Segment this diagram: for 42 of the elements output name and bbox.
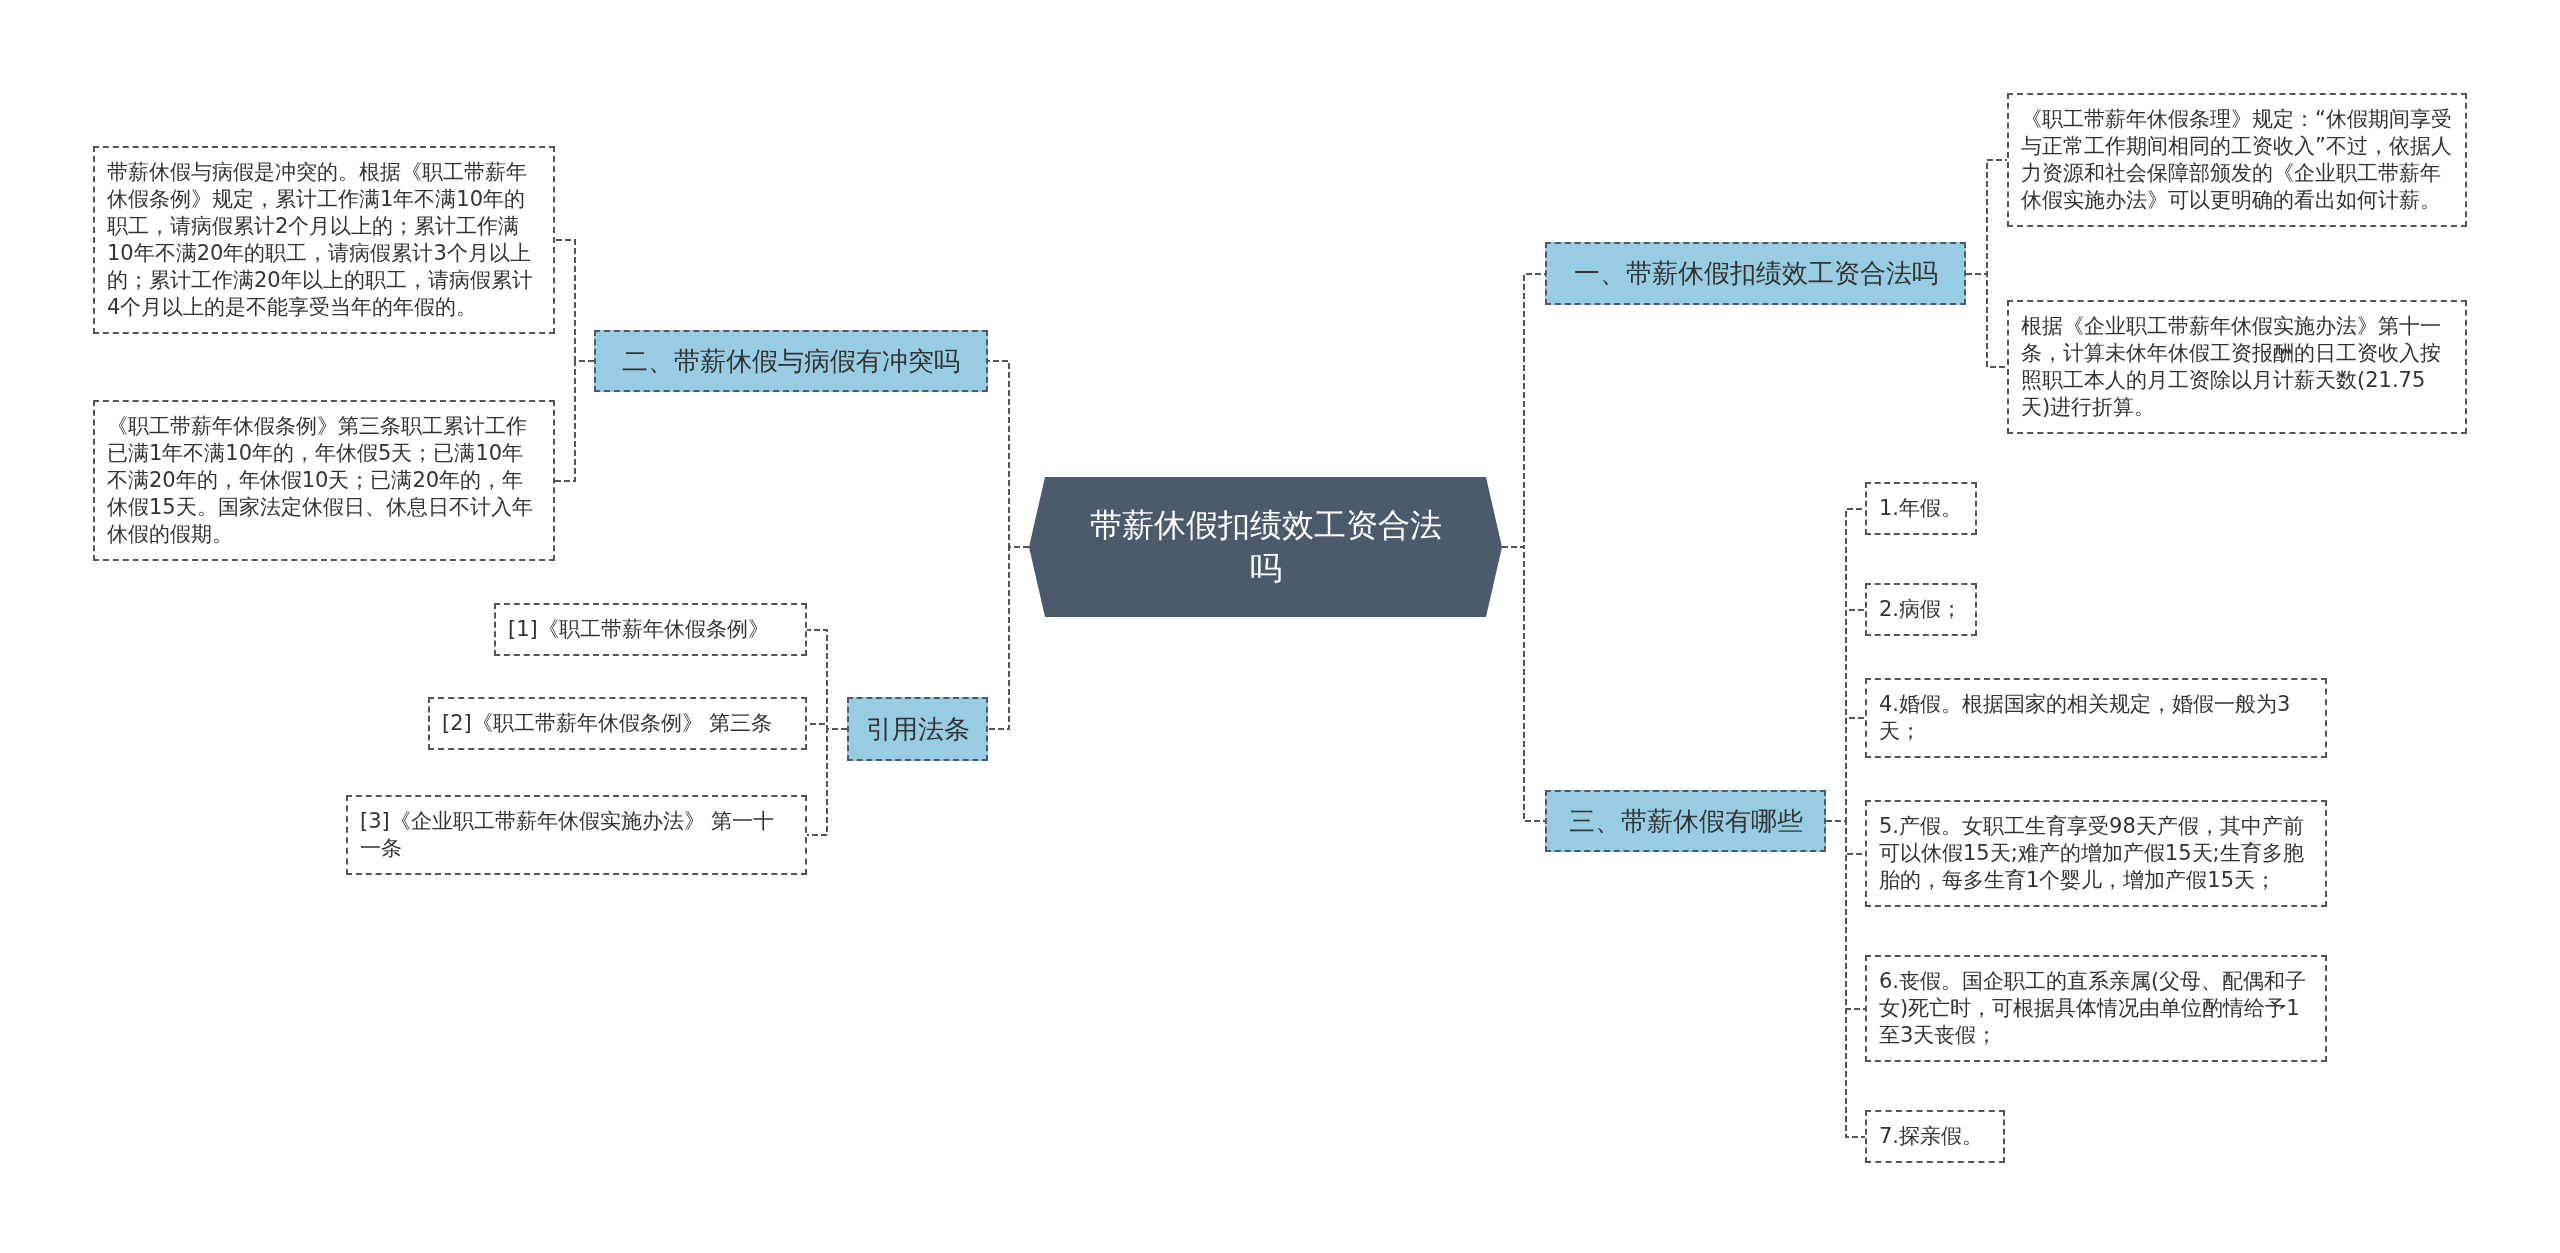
note-box <box>2007 93 2467 227</box>
note-box <box>93 146 555 334</box>
note-box <box>2007 300 2467 434</box>
note-text: 4.婚假。根据国家的相关规定，婚假一般为3天； <box>1879 691 2292 745</box>
note-box <box>93 400 555 561</box>
connector-line <box>987 546 1030 730</box>
topic-text: 带薪休假扣绩效工资合法吗 <box>1088 504 1443 589</box>
note-box <box>1865 1110 2005 1163</box>
note-text: 7.探亲假。 <box>1879 1123 1984 1150</box>
note-box <box>1865 955 2327 1062</box>
note-text: [3]《企业职工带薪年休假实施办法》 第一十一条 <box>360 808 776 862</box>
note-text: 根据《企业职工带薪年休假实施办法》第十一条，计算未休年休假工资报酬的日工资收入按照职工本人的月工资除以月计薪天数(21.75天)进行折算。 <box>2021 313 2442 421</box>
note-text: 带薪休假与病假是冲突的。根据《职工带薪年休假条例》规定，累计工作满1年不满10年的职工，请病假累计2个月以上的；累计工作满10年不满20年的职工，请病假累计3个月以上的；累计工作满20年以上的职工，请病假累计4个月以上的是不能享受当年的年假的。 <box>107 159 534 321</box>
note-text: 1.年假。 <box>1879 495 1963 522</box>
note-text: 《职工带薪年休假条例》第三条职工累计工作已满1年不满10年的，年休假5天；已满10年不满20年的，年休假10天；已满20年的，年休假15天。国家法定休假日、休息日不计入年休假的假期。 <box>107 413 534 548</box>
connector-line <box>1501 546 1546 822</box>
branch-topic <box>1545 790 1826 852</box>
note-text: [1]《职工带薪年休假条例》 <box>508 616 769 643</box>
branch-topic <box>847 697 988 761</box>
note-box <box>1865 678 2327 758</box>
branch-topic <box>594 330 988 392</box>
topic-text: 三、带薪休假有哪些 <box>1568 804 1803 838</box>
topic-text: 二、带薪休假与病假有冲突吗 <box>622 344 960 378</box>
note-box <box>346 795 807 875</box>
note-text: 2.病假； <box>1879 596 1963 623</box>
connector-line <box>806 728 848 836</box>
note-box <box>1865 800 2327 907</box>
note-box <box>428 697 807 750</box>
note-box <box>1865 583 1977 636</box>
note-text: [2]《职工带薪年休假条例》 第三条 <box>442 710 773 737</box>
topic-text: 一、带薪休假扣绩效工资合法吗 <box>1573 257 1938 290</box>
note-text: 《职工带薪年休假条理》规定：“休假期间享受与正常工作期间相同的工资收入”不过，依据人力资源和社会保障部颁发的《企业职工带薪年休假实施办法》可以更明确的看出如何计薪。 <box>2021 106 2453 214</box>
note-text: 5.产假。女职工生育享受98天产假，其中产前可以休假15天;难产的增加产假15天;生育多胞胎的，每多生育1个婴儿，增加产假15天； <box>1879 813 2305 894</box>
topic-text: 引用法条 <box>865 712 970 746</box>
connector-line <box>1825 820 1866 1138</box>
note-box <box>494 603 807 656</box>
note-box <box>1865 482 1977 535</box>
connector-line <box>554 360 595 482</box>
central-topic <box>1029 477 1502 617</box>
connector-line <box>1965 273 2008 368</box>
branch-topic <box>1545 242 1966 305</box>
note-text: 6.丧假。国企职工的直系亲属(父母、配偶和子女)死亡时，可根据具体情况由单位酌情给予1至3天丧假； <box>1879 968 2308 1049</box>
